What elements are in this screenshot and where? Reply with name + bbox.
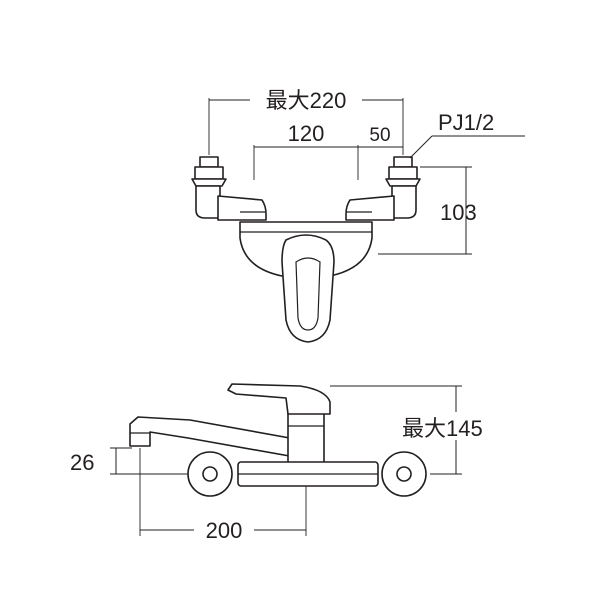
left-nut xyxy=(194,166,224,180)
right-union xyxy=(381,451,427,497)
left-union xyxy=(187,451,233,497)
left-leg-body xyxy=(195,185,221,219)
label-max-height: 最大145 xyxy=(402,416,483,441)
right-nut-top xyxy=(393,156,413,168)
dim-center-spacing: 120 xyxy=(253,121,359,180)
dim-spout-height: 26 xyxy=(70,447,188,475)
front-view: 最大220 120 50 PJ1/2 103 xyxy=(191,88,525,343)
label-thread: PJ1/2 xyxy=(438,110,494,135)
side-view: 最大145 26 200 xyxy=(70,383,483,543)
right-leg-body xyxy=(391,185,417,219)
right-leg-arm xyxy=(345,195,395,221)
label-adjust: 50 xyxy=(369,125,390,146)
left-nut-top xyxy=(199,156,219,168)
right-washer xyxy=(385,178,421,187)
lever-handle-front xyxy=(281,234,335,343)
dim-reach: 200 xyxy=(139,448,307,543)
dim-max-width: 最大220 xyxy=(208,88,404,155)
dim-max-height: 最大145 xyxy=(330,385,483,475)
lever-handle-inner xyxy=(295,257,321,331)
label-reach: 200 xyxy=(206,518,243,543)
thread-callout: PJ1/2 xyxy=(409,110,525,159)
left-washer xyxy=(191,178,227,187)
label-max-width: 最大220 xyxy=(266,88,347,113)
label-height-103: 103 xyxy=(440,200,477,225)
label-center-spacing: 120 xyxy=(288,121,325,146)
left-union-inner xyxy=(202,466,218,482)
left-leg-arm xyxy=(217,195,267,221)
dim-adjust: 50 xyxy=(358,125,403,148)
label-spout-height: 26 xyxy=(70,450,94,475)
lever-handle-side xyxy=(227,383,331,415)
left-leg xyxy=(191,156,267,221)
dim-height-103: 103 xyxy=(378,166,477,255)
right-nut xyxy=(388,166,418,180)
spout xyxy=(129,416,313,461)
right-union-inner xyxy=(396,466,412,482)
leader-thread xyxy=(409,135,433,159)
right-leg xyxy=(345,156,421,221)
